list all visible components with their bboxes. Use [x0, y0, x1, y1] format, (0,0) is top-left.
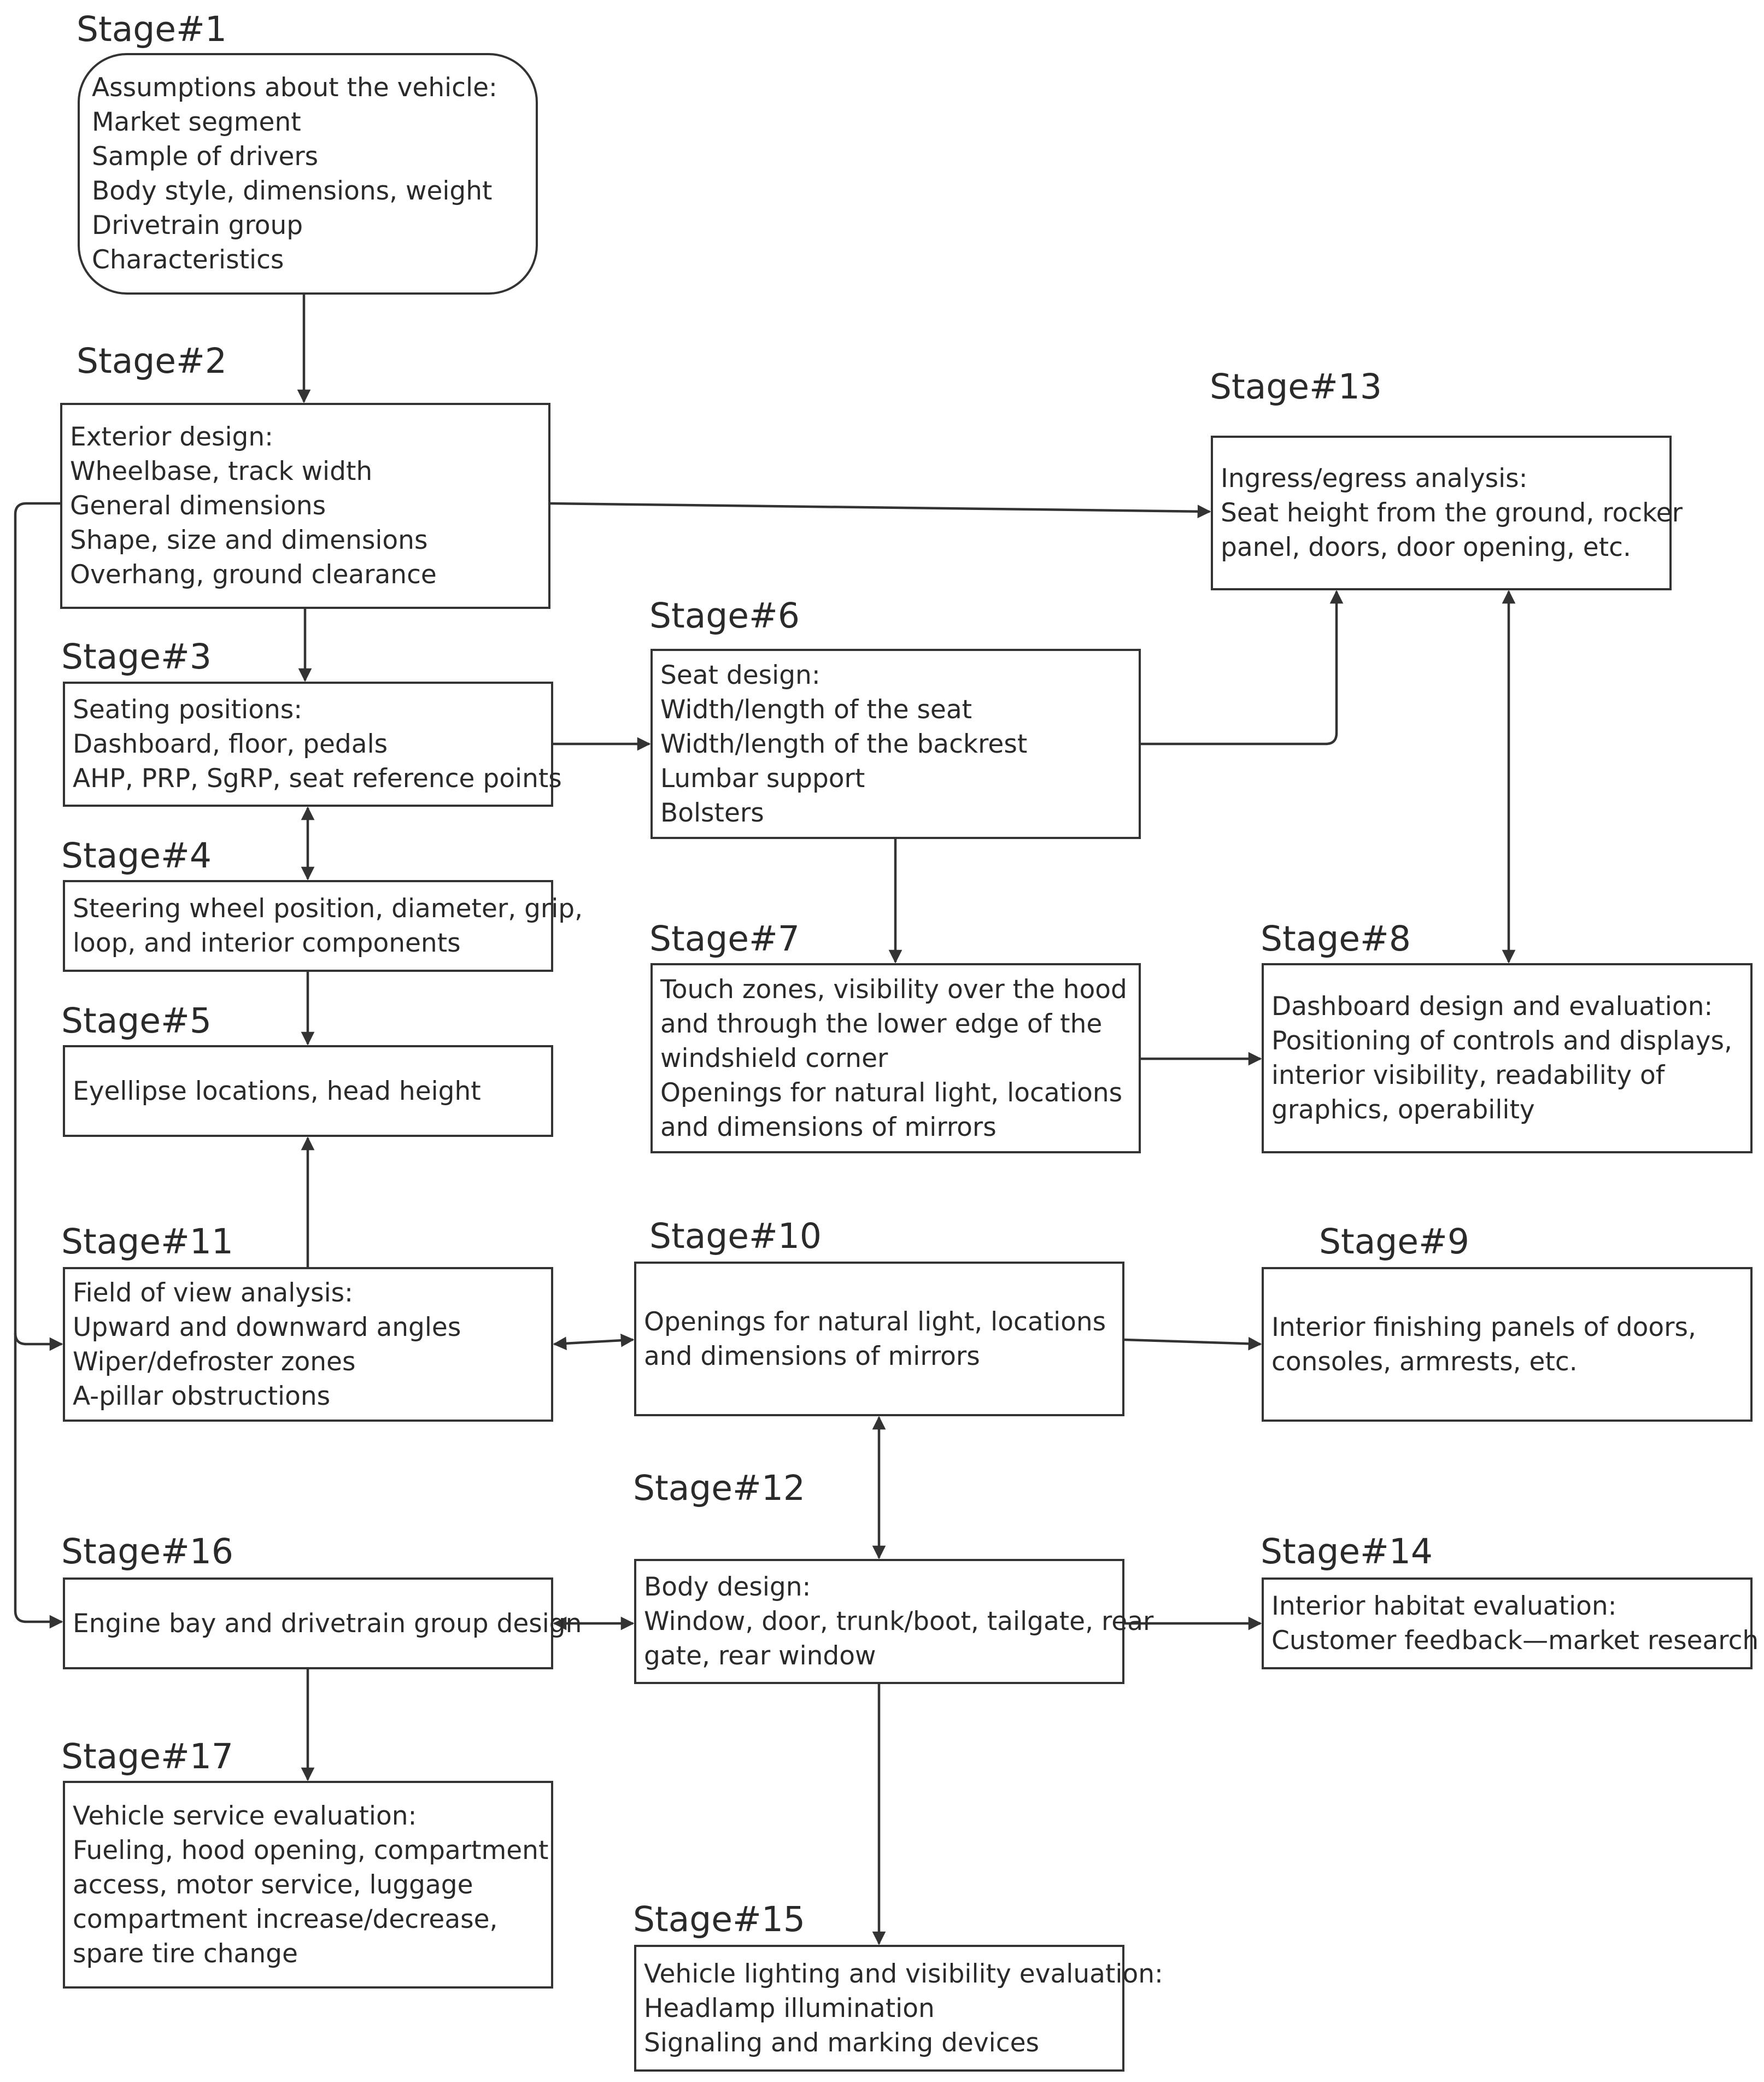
stage-16-box: Engine bay and drivetrain group design: [63, 1577, 582, 1669]
stage-9-label: Stage#9: [1319, 1222, 1469, 1262]
stage-12-text-line: Window, door, trunk/boot, tailgate, rear: [644, 1606, 1154, 1637]
connector-s2-to-s13: [550, 502, 1211, 519]
stage-7-text-line: Touch zones, visibility over the hood: [660, 974, 1127, 1005]
stage-15-text-line: Vehicle lighting and visibility evaluati…: [644, 1958, 1163, 1989]
stage-13-label: Stage#13: [1210, 367, 1382, 407]
stage-7-label: Stage#7: [649, 919, 800, 959]
stage-17-box: Vehicle service evaluation: Fueling, hood…: [63, 1781, 553, 1989]
stage-8-label: Stage#8: [1261, 919, 1411, 959]
stage-1-text-line: Drivetrain group: [92, 210, 303, 241]
stage-2-text-line: Exterior design:: [70, 422, 274, 452]
stage-3-box: Seating positions: Dashboard, floor, peda…: [63, 682, 562, 807]
stage-2-text-line: Wheelbase, track width: [70, 456, 373, 486]
stage-14-label: Stage#14: [1261, 1532, 1433, 1571]
stage-2-label: Stage#2: [77, 341, 227, 381]
stage-17-text-line: access, motor service, luggage: [73, 1869, 473, 1900]
connector-s6-to-s13: [1141, 590, 1344, 746]
stage-1-text-line: Characteristics: [92, 245, 284, 275]
stage-1-box: Assumptions about the vehicle: Market seg…: [78, 53, 538, 295]
stage-8-box: Dashboard design and evaluation: Position…: [1262, 963, 1753, 1153]
connector-s2-to-s11: [14, 502, 63, 1351]
stage-4-text-line: loop, and interior components: [73, 928, 461, 958]
stage-1-text-line: Assumptions about the vehicle:: [92, 73, 497, 103]
stage-11-text-line: Upward and downward angles: [73, 1312, 461, 1342]
stage-7-text-line: windshield corner: [660, 1043, 888, 1074]
stage-15-text-line: Signaling and marking devices: [644, 2027, 1039, 2058]
stage-14-text-line: Interior habitat evaluation:: [1271, 1591, 1617, 1621]
stage-4-text-line: Steering wheel position, diameter, grip,: [73, 894, 583, 924]
stage-11-text-line: Field of view analysis:: [73, 1277, 353, 1308]
stage-2-text-line: General dimensions: [70, 491, 326, 521]
stage-11-box: Field of view analysis: Upward and downwa…: [63, 1267, 553, 1422]
stage-12-label: Stage#12: [633, 1468, 805, 1508]
stage-16-text-line: Engine bay and drivetrain group design: [73, 1608, 582, 1639]
stage-5-text-line: Eyellipse locations, head height: [73, 1076, 481, 1106]
stage-13-text-line: panel, doors, door opening, etc.: [1221, 532, 1631, 562]
stage-15-box: Vehicle lighting and visibility evaluati…: [634, 1945, 1163, 2072]
stage-4-label: Stage#4: [61, 836, 212, 876]
stage-1-text-line: Body style, dimensions, weight: [92, 176, 493, 206]
stage-6-label: Stage#6: [649, 596, 800, 636]
stage-17-text-line: compartment increase/decrease,: [73, 1904, 498, 1934]
stage-1-text-line: Market segment: [92, 107, 301, 137]
stage-6-text-line: Lumbar support: [660, 763, 865, 794]
stage-7-text-line: and through the lower edge of the: [660, 1008, 1103, 1039]
stage-3-text-line: AHP, PRP, SgRP, seat reference points: [73, 764, 562, 794]
stage-3-text-line: Seating positions:: [73, 695, 303, 725]
stage-10-box: Openings for natural light, locations and…: [634, 1262, 1124, 1416]
stage-10-text-line: and dimensions of mirrors: [644, 1341, 980, 1371]
stage-3-text-line: Dashboard, floor, pedals: [73, 729, 388, 759]
stage-9-box: Interior finishing panels of doors, conso…: [1262, 1267, 1753, 1422]
stage-14-box: Interior habitat evaluation: Customer fee…: [1262, 1577, 1759, 1669]
stage-8-text-line: graphics, operability: [1271, 1095, 1535, 1125]
stage-14-text-line: Customer feedback—market research: [1271, 1626, 1759, 1656]
stage-13-text-line: Ingress/egress analysis:: [1221, 464, 1528, 494]
stage-8-text-line: Positioning of controls and displays,: [1271, 1026, 1732, 1056]
stage-11-text-line: Wiper/defroster zones: [73, 1346, 356, 1377]
stage-2-text-line: Shape, size and dimensions: [70, 525, 428, 555]
stage-5-box: Eyellipse locations, head height: [63, 1045, 553, 1137]
stage-13-text-line: Seat height from the ground, rocker: [1221, 498, 1683, 528]
stage-17-text-line: Vehicle service evaluation:: [73, 1801, 417, 1831]
stage-7-text-line: Openings for natural light, locations: [660, 1077, 1123, 1108]
stage-7-text-line: and dimensions of mirrors: [660, 1112, 997, 1142]
stage-6-text-line: Width/length of the seat: [660, 694, 972, 725]
stage-16-label: Stage#16: [61, 1532, 233, 1571]
stage-11-text-line: A-pillar obstructions: [73, 1381, 331, 1411]
stage-9-text-line: consoles, armrests, etc.: [1271, 1346, 1578, 1377]
stage-4-box: Steering wheel position, diameter, grip,…: [63, 880, 583, 972]
stage-15-label: Stage#15: [633, 1899, 805, 1939]
stage-12-text-line: Body design:: [644, 1572, 811, 1602]
connector-s11-to-s10: [553, 1333, 635, 1351]
stage-15-text-line: Headlamp illumination: [644, 1993, 935, 2024]
connector-s2-to-s16: [14, 1333, 63, 1629]
stage-8-text-line: interior visibility, readability of: [1271, 1060, 1665, 1090]
stage-17-text-line: Fueling, hood opening, compartment: [73, 1835, 549, 1866]
stage-11-label: Stage#11: [61, 1222, 233, 1262]
stage-17-label: Stage#17: [61, 1737, 233, 1776]
stage-1-label: Stage#1: [77, 9, 227, 49]
stage-5-label: Stage#5: [61, 1001, 212, 1041]
stage-10-text-line: Openings for natural light, locations: [644, 1306, 1106, 1337]
stage-1-text-line: Sample of drivers: [92, 142, 319, 172]
stage-3-label: Stage#3: [61, 637, 212, 677]
stage-13-box: Ingress/egress analysis: Seat height from…: [1211, 436, 1683, 590]
stage-12-box: Body design: Window, door, trunk/boot, ta…: [634, 1559, 1154, 1684]
stage-12-text-line: gate, rear window: [644, 1641, 876, 1671]
stage-6-text-line: Seat design:: [660, 660, 821, 690]
stage-9-text-line: Interior finishing panels of doors,: [1271, 1312, 1696, 1342]
stage-2-text-line: Overhang, ground clearance: [70, 560, 437, 590]
stage-17-text-line: spare tire change: [73, 1938, 298, 1969]
stage-8-text-line: Dashboard design and evaluation:: [1271, 992, 1713, 1022]
connector-s10-to-s9: [1124, 1336, 1262, 1351]
stage-6-text-line: Bolsters: [660, 797, 764, 828]
stage-10-label: Stage#10: [649, 1216, 822, 1256]
stage-6-text-line: Width/length of the backrest: [660, 729, 1028, 759]
